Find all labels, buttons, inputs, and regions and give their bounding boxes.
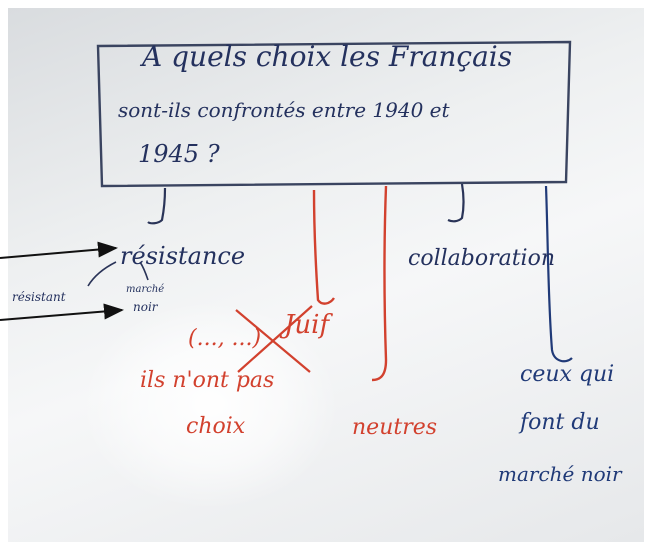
label-parenthesis: (..., ...) [188,326,262,351]
label-resistant: résistant [12,290,66,304]
label-neutres: neutres [352,415,438,440]
label-font-du: font du [520,410,600,435]
arrow-to-resistance [0,241,118,259]
label-marche-small: marché [126,284,165,295]
question-box [96,40,572,188]
label-choix: choix [186,414,246,439]
question-line-1: A quels choix les Français [142,40,513,73]
label-juif: Juif [284,310,330,340]
branch-marche-noir-line [544,185,573,363]
label-marche-noir: marché noir [498,462,622,486]
arrow-to-marche-noir [0,303,124,321]
branch-collaboration [447,183,465,223]
branch-neutres-line [371,185,388,382]
label-ceux-qui: ceux qui [520,362,615,387]
branch-resistance [147,187,167,225]
red-cross-mark [235,305,313,373]
label-noir-small: noir [133,300,158,314]
branch-juif-line [312,189,335,305]
sub-branch-marche-noir [139,261,149,281]
question-line-2: sont-ils confrontés entre 1940 et [118,98,450,122]
question-line-3: 1945 ? [138,140,220,168]
label-collaboration: collaboration [408,246,556,271]
light-glare [80,300,340,510]
sub-branch-resistant [87,261,117,287]
label-ils-nont-pas: ils n'ont pas [140,368,275,393]
label-resistance: résistance [120,242,246,270]
